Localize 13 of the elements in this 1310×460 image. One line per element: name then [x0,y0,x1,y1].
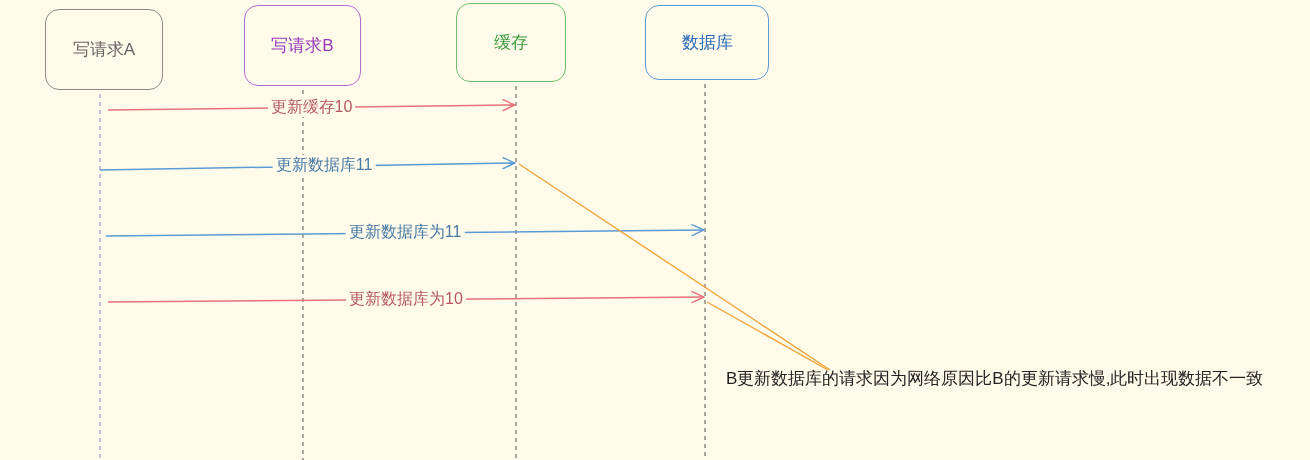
edge-label: 更新缓存10 [267,96,356,117]
note-text: B更新数据库的请求因为网络原因比B的更新请求慢,此时出现数据不一致 [726,368,1310,392]
edge-label: 更新数据库为11 [345,222,465,242]
participant-box [456,3,566,82]
leader-line [518,163,831,371]
participant-label: 写请求A [72,39,136,61]
participant-label: 数据库 [681,32,733,54]
edge-label: 更新数据库为10 [346,288,466,309]
participant-label: 写请求B [271,35,334,57]
participant-label: 缓存 [494,32,528,54]
edge-label: 更新数据库11 [272,155,376,176]
leader-line [706,301,829,371]
participant-box [244,5,361,86]
